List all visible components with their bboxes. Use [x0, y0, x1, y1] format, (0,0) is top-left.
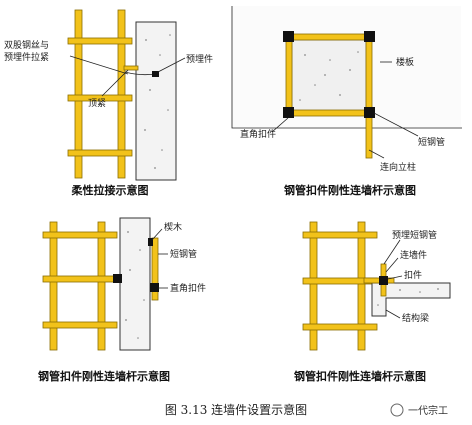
panel-rigid-slab: 楼板 短钢管 直角扣件 连向立柱 钢管扣件刚性连墙杆示意图 [231, 6, 462, 197]
p4-ledger-3 [302, 323, 378, 331]
p4-upright-right [357, 221, 366, 351]
p3-speckle [125, 231, 145, 339]
p1-wall [135, 21, 177, 181]
p3-wall [119, 217, 151, 351]
p2-clamp-br [364, 107, 375, 118]
p1-label-wire-2: 预埋件拉紧 [4, 51, 49, 63]
p1-leader-embed [157, 57, 186, 73]
p4-label-wall-tie: 连墙件 [400, 249, 427, 261]
p1-ledger-2 [67, 94, 133, 102]
p2-clamp-tl [283, 31, 294, 42]
p2-pipe-top [283, 33, 375, 41]
p1-caption: 柔性拉接示意图 [71, 183, 149, 197]
p1-ledger-1 [67, 37, 133, 45]
p3-upright-left [49, 221, 58, 351]
p1-label-wire-1: 双股钢丝与 [4, 39, 49, 51]
p3-short-pipe [151, 237, 159, 301]
p4-upright-left [309, 221, 318, 351]
p1-leader-wire [69, 55, 129, 75]
p3-clamp [113, 274, 122, 283]
p2-clamp-bl [283, 107, 294, 118]
p2-label-right-clamp: 直角扣件 [240, 128, 276, 140]
p1-embed-part [152, 71, 159, 77]
p1-upright-right [117, 9, 126, 179]
p2-label-slab: 楼板 [396, 56, 414, 68]
p2-pipe-bottom [283, 109, 375, 117]
p2-leader-clamp [271, 117, 289, 133]
p2-speckle [299, 51, 359, 101]
p4-label-clamp: 扣件 [404, 269, 422, 281]
p4-beam [371, 282, 451, 317]
p4-leader-tie [385, 257, 399, 273]
p2-pipe-right [365, 33, 373, 159]
p3-label-short-pipe: 短钢管 [170, 248, 197, 260]
panel-rigid-beam: 预埋短钢管 连墙件 扣件 结构梁 钢管扣件刚性连墙杆示意图 [294, 221, 451, 383]
p1-label-embed: 预埋件 [186, 53, 213, 65]
p4-leader-beam [385, 309, 401, 319]
p1-brace [123, 65, 139, 71]
p1-wall-speckle [144, 34, 171, 169]
p3-label-wood: 楔木 [164, 221, 182, 233]
p2-label-column: 连向立柱 [380, 161, 416, 173]
p3-ledger-2 [42, 275, 118, 283]
p2-concrete [291, 39, 367, 113]
p1-ledger-3 [67, 149, 133, 157]
p1-upright-left [74, 9, 83, 179]
p4-label-embed-pipe: 预埋短钢管 [392, 229, 437, 241]
p4-caption: 钢管扣件刚性连墙杆示意图 [294, 369, 426, 383]
watermark-text: 一代宗工 [408, 404, 448, 417]
p2-label-short-pipe: 短钢管 [418, 136, 445, 148]
p3-label-right-clamp: 直角扣件 [170, 282, 206, 294]
p2-caption: 钢管扣件刚性连墙杆示意图 [284, 183, 416, 197]
p2-slab-outline [231, 6, 462, 129]
panel-flexible-tie: 双股钢丝与 预埋件拉紧 预埋件 顶紧 柔性拉接示意图 [4, 9, 213, 197]
p4-clamp [379, 276, 388, 285]
p2-clamp-tr [364, 31, 375, 42]
p3-leader-wood [151, 228, 163, 241]
p2-pipe-left [285, 33, 293, 117]
p3-caption: 钢管扣件刚性连墙杆示意图 [38, 369, 170, 383]
p3-wood-wedge [148, 238, 153, 246]
p4-ledger-1 [302, 231, 378, 239]
figure-caption: 图 3.13 连墙件设置示意图 [165, 402, 307, 417]
p4-label-beam: 结构梁 [402, 312, 429, 324]
p4-leader-clamp [387, 275, 403, 280]
p3-ledger-3 [42, 321, 118, 329]
p3-ledger-1 [42, 231, 118, 239]
p2-leader-short [373, 112, 419, 137]
p4-speckle [377, 288, 439, 306]
p3-upright-right [97, 221, 106, 351]
panel-rigid-wall: 楔木 短钢管 直角扣件 钢管扣件刚性连墙杆示意图 [38, 217, 206, 383]
watermark-icon [390, 403, 404, 417]
p1-leader-brace [101, 69, 129, 97]
watermark: 一代宗工 [390, 403, 448, 417]
p4-leader-embed [383, 239, 401, 265]
p2-leader-column [368, 149, 385, 159]
p3-clamp-outer [150, 283, 159, 292]
p1-label-brace: 顶紧 [88, 98, 106, 109]
